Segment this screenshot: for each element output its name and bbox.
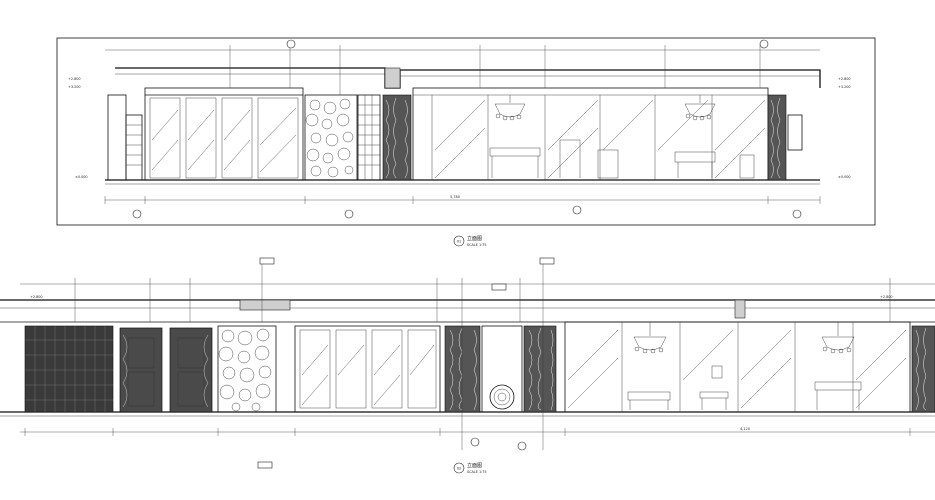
lower-dark-panel-right <box>911 325 935 413</box>
upper-stone-panel <box>304 94 358 181</box>
lower-overall-dimension: 4,120 <box>740 427 750 431</box>
lower-title: 立面图 <box>467 462 482 469</box>
lower-title-number: 02 <box>457 467 461 471</box>
lower-fireplace <box>481 325 523 413</box>
lower-scale: SCALE 1:75 <box>467 470 487 474</box>
lower-chandelier-right <box>821 322 855 354</box>
upper-level-3: +2.800 <box>68 77 81 81</box>
lower-title-bubble <box>453 462 465 474</box>
lower-dark-column-2 <box>523 325 557 413</box>
lower-mesh-panel <box>24 325 114 413</box>
upper-chandelier-right <box>684 95 716 121</box>
upper-level-2: ±0.000 <box>838 175 851 179</box>
upper-chandelier-left <box>494 95 526 121</box>
lower-door-right <box>169 327 213 413</box>
upper-furniture <box>489 139 755 179</box>
upper-dark-panel-right <box>767 94 803 181</box>
upper-title-bubble <box>453 235 465 247</box>
lower-dimensions <box>20 262 935 450</box>
upper-glass-doors <box>144 87 304 181</box>
upper-frame <box>56 37 876 226</box>
upper-level-4: +2.800 <box>838 77 851 81</box>
upper-overall-dimension: 5,780 <box>450 195 460 199</box>
lower-dark-column-1 <box>444 325 481 413</box>
upper-beam <box>384 67 401 89</box>
lower-glass-doors <box>294 325 441 413</box>
lower-glass-wall <box>564 321 911 413</box>
upper-dimensions <box>104 45 821 204</box>
upper-title: 立面图 <box>467 235 482 242</box>
upper-ceiling <box>115 67 821 89</box>
lower-callout-tags <box>257 257 555 469</box>
lower-furniture <box>627 365 862 410</box>
upper-level-6: +3.200 <box>838 85 851 89</box>
upper-title-number: 01 <box>457 240 461 244</box>
upper-glass-wall <box>412 87 769 181</box>
lower-level-2: +2.800 <box>880 295 893 299</box>
upper-callout-tags <box>132 39 802 219</box>
upper-dark-panel-left <box>382 94 412 181</box>
upper-scale: SCALE 1:75 <box>467 243 487 247</box>
lower-door-left <box>119 327 163 413</box>
upper-level-1: ±0.000 <box>75 175 88 179</box>
lower-level-1: +2.800 <box>30 295 43 299</box>
upper-wine-rack <box>357 94 381 181</box>
lower-stone-panel <box>217 325 277 413</box>
lower-chandelier-left <box>633 322 667 354</box>
upper-left-shelves <box>126 124 142 166</box>
upper-elevation: 5,780 ±0.000 ±0.000 +2.800 +2.800 +3.200… <box>56 37 876 247</box>
lower-elevation: 4,120 +2.800 +2.800 02 立面图 SCALE 1:75 <box>0 257 935 474</box>
upper-level-5: +3.200 <box>68 85 81 89</box>
